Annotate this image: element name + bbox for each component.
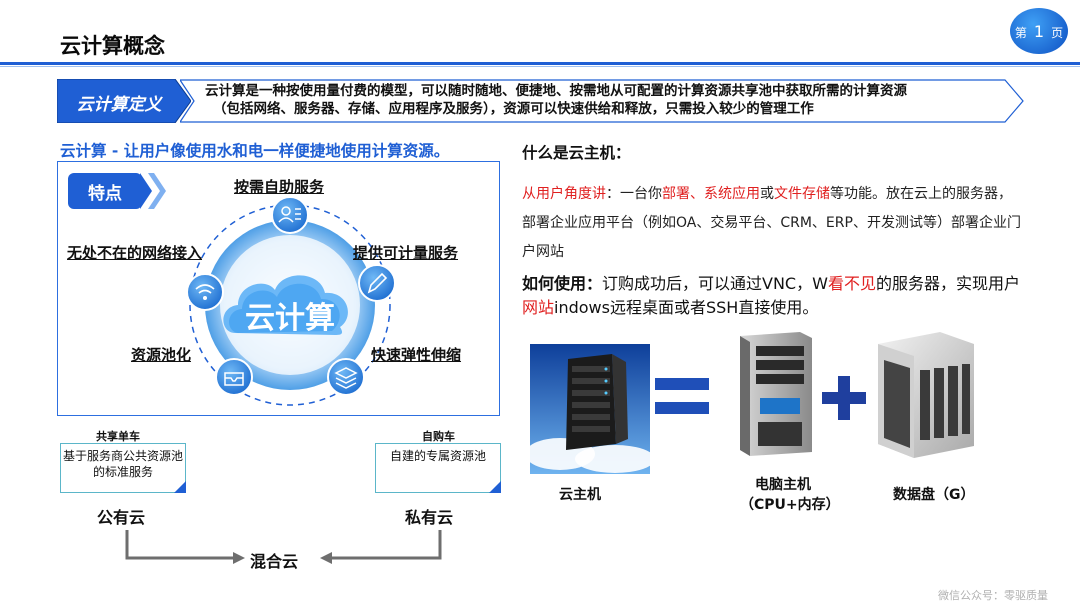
user-list-icon — [271, 196, 309, 234]
title-divider-thin — [0, 66, 1080, 67]
pc-host-label: 电脑主机 — [755, 477, 811, 493]
cloud-host-title: 什么是云主机： — [522, 144, 631, 162]
how-to-use-paragraph: 如何使用：订购成功后，可以通过VNC，W看不见的服务器，实现用户网站indows… — [522, 274, 1020, 317]
cloud-features-diagram: 云计算 — [186, 196, 396, 406]
shared-bike-label: 共享单车 — [96, 430, 140, 443]
hybrid-cloud-label: 混合云 — [250, 552, 299, 571]
layers-icon — [327, 358, 365, 396]
own-car-label: 自购车 — [422, 430, 455, 443]
watermark: 微信公众号：零驱质量 — [938, 589, 1048, 602]
definition-line2: （包括网络、服务器、存储、应用程序及服务），资源可以快速供给和释放，只需投入较少… — [213, 101, 814, 117]
pc-host-sub-label: （CPU+内存） — [740, 497, 840, 513]
page-prefix: 第 — [1014, 26, 1027, 40]
pc-host-image — [740, 332, 812, 456]
page-suffix: 页 — [1051, 26, 1064, 40]
feature-network-access: 无处不在的网络接入 — [67, 244, 203, 262]
user-perspective-paragraph: 从用户角度讲：一台你部署、系统应用或文件存储等功能。放在云上的服务器， 部署企业… — [522, 186, 1021, 260]
definition-text: 云计算是一种按使用量付费的模型，可以随时随地、便捷地、按需地从可配置的计算资源共… — [205, 82, 995, 118]
feature-measured-service: 提供可计量服务 — [353, 244, 459, 262]
cloud-server-image — [530, 344, 650, 474]
wifi-icon — [186, 273, 224, 311]
left-subtitle: 云计算 - 让用户像使用水和电一样便捷地使用计算资源。 — [60, 142, 450, 160]
page-title: 云计算概念 — [60, 34, 165, 58]
cloud-host-label: 云主机 — [559, 487, 601, 503]
data-disk-label: 数据盘（G） — [893, 487, 975, 503]
shared-service-box: 基于服务商公共资源池的标准服务 — [60, 443, 186, 493]
page-number: 1 — [1033, 22, 1045, 41]
definition-tag: 云计算定义 — [57, 79, 191, 123]
private-pool-text: 自建的专属资源池 — [389, 449, 486, 463]
definition-line1: 云计算是一种按使用量付费的模型，可以随时随地、便捷地、按需地从可配置的计算资源共… — [205, 83, 907, 99]
feature-on-demand: 按需自助服务 — [234, 178, 325, 196]
feature-resource-pooling: 资源池化 — [131, 346, 192, 364]
center-cloud-label: 云计算 — [245, 301, 335, 336]
shared-service-text: 基于服务商公共资源池的标准服务 — [62, 449, 183, 479]
features-tag: 特点 — [68, 173, 168, 209]
equals-sign — [655, 378, 709, 414]
plus-sign — [822, 376, 866, 420]
title-divider — [0, 62, 1080, 65]
feature-rapid-elasticity: 快速弹性伸缩 — [371, 346, 462, 364]
features-tag-label: 特点 — [88, 184, 122, 204]
features-panel — [57, 161, 500, 416]
public-cloud-label: 公有云 — [97, 508, 146, 527]
data-disk-image — [878, 332, 974, 458]
definition-tag-label: 云计算定义 — [76, 95, 162, 115]
pen-icon — [358, 264, 396, 302]
hybrid-arrows — [125, 530, 442, 564]
private-pool-box: 自建的专属资源池 — [375, 443, 501, 493]
private-cloud-label: 私有云 — [405, 508, 454, 527]
inbox-icon — [215, 358, 253, 396]
definition-box — [180, 79, 1025, 123]
